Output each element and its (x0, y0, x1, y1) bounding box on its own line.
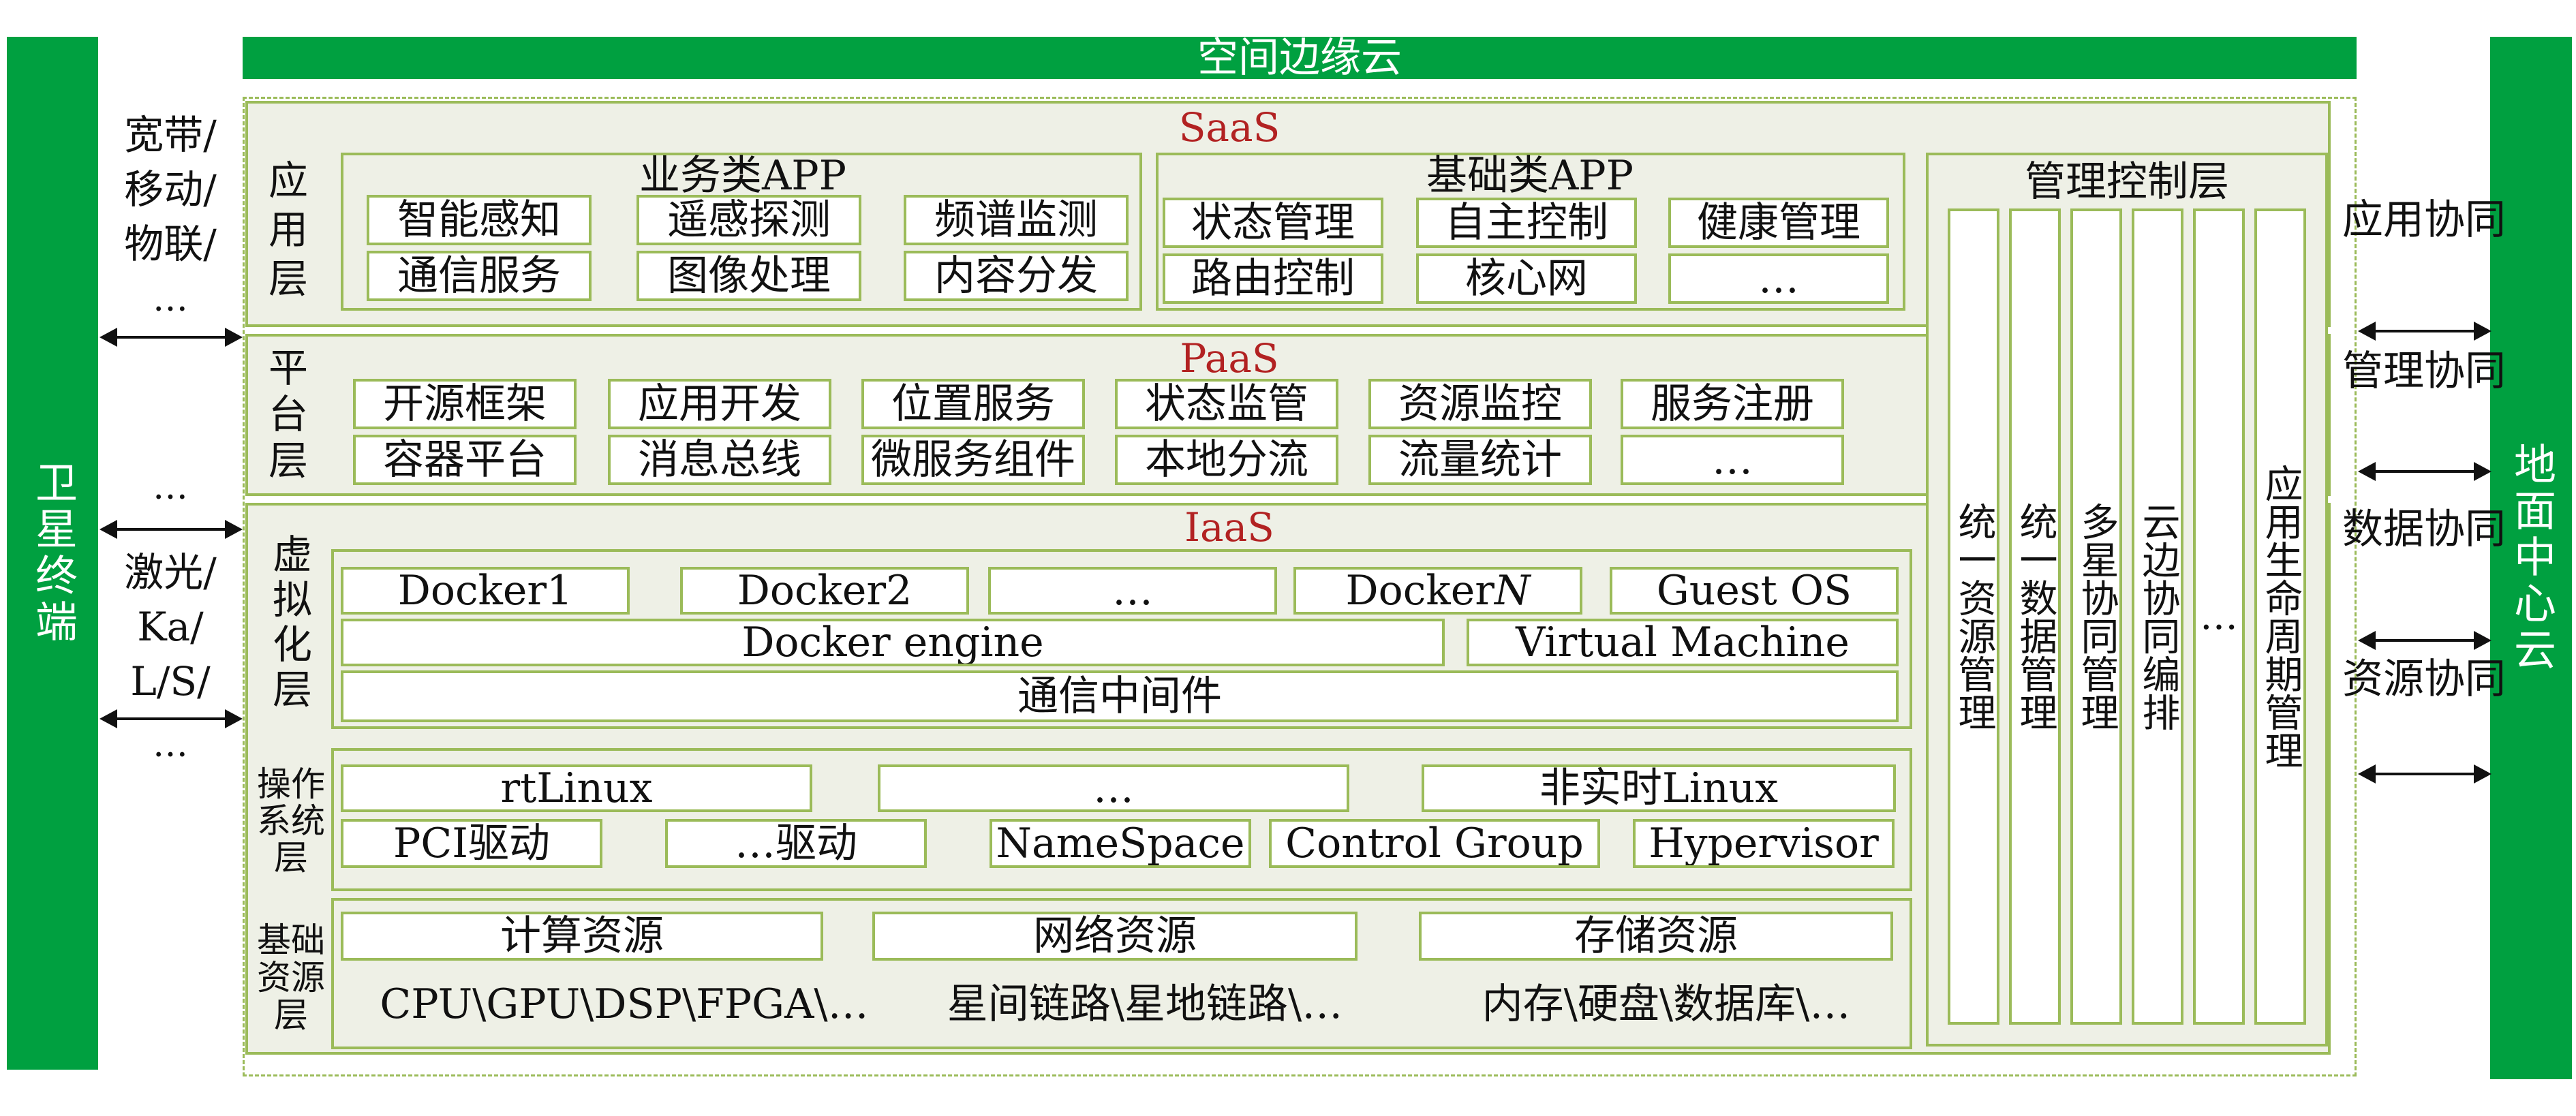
mgmt-collab-label: 管理协同 (2342, 347, 2506, 395)
paas-status-supervision: 状态监管 (1115, 379, 1338, 429)
docker-more: … (988, 567, 1277, 615)
mgmt-more: … (2193, 208, 2245, 1025)
paas-microservice-components: 微服务组件 (861, 435, 1085, 485)
paas-title: PaaS (1180, 335, 1279, 382)
mgmt-unified-data-label: 统一数据管理 (2013, 502, 2057, 731)
compute-detail: CPU\GPU\DSP\FPGA\… (380, 980, 869, 1028)
mgmt-app-lifecycle-label: 应用生命周期管理 (2258, 464, 2303, 769)
mgmt-cloud-edge: 云边协同编排 (2132, 208, 2183, 1025)
link-more-label: … (153, 279, 188, 320)
docker-n-suffix: N (1494, 567, 1531, 615)
resource-group (331, 898, 1912, 1049)
saas-title: SaaS (1178, 104, 1281, 151)
app-communication-service: 通信服务 (367, 251, 592, 301)
paas-service-registry: 服务注册 (1621, 379, 1844, 429)
mgmt-cloud-edge-label: 云边协同编排 (2136, 502, 2180, 731)
network-resource: 网络资源 (872, 912, 1358, 961)
control-group: Control Group (1269, 819, 1600, 868)
network-detail: 星间链路\星地链路\… (947, 980, 1343, 1028)
docker-n-prefix: Docker (1345, 567, 1494, 615)
link-ka-label: Ka/ (137, 604, 204, 650)
mgmt-unified-data: 统一数据管理 (2009, 208, 2061, 1025)
virtual-machine: Virtual Machine (1467, 619, 1899, 666)
link-ellipsis-bottom-label: … (153, 724, 188, 765)
basic-app-title: 基础类APP (1426, 152, 1634, 200)
paas-more: … (1621, 435, 1844, 485)
link-mobile-label: 移动/ (124, 166, 217, 213)
business-app-group (341, 153, 1142, 311)
guest-os: Guest OS (1610, 567, 1899, 615)
link-broadband-label: 宽带/ (124, 112, 217, 158)
app-smart-sensing: 智能感知 (367, 195, 592, 245)
iaas-title: IaaS (1184, 504, 1274, 551)
resource-layer-label-box: 基础资源层 (251, 906, 331, 1049)
paas-app-development: 应用开发 (608, 379, 831, 429)
mgmt-unified-resource: 统一资源管理 (1948, 208, 1999, 1025)
ground-center-cloud-label: 地面中心云 (2506, 442, 2556, 674)
space-edge-cloud-label: 空间边缘云 (1197, 34, 1402, 82)
edge-cloud-boundary (243, 97, 2357, 1076)
app-remote-sensing: 遥感探测 (637, 195, 861, 245)
compute-resource: 计算资源 (341, 912, 823, 961)
mgmt-unified-resource-label: 统一资源管理 (1952, 502, 1996, 731)
app-health-management: 健康管理 (1668, 198, 1889, 248)
resource-collab-label: 资源协同 (2342, 655, 2506, 703)
business-app-title: 业务类APP (639, 152, 847, 200)
mgmt-multi-satellite: 多星协同管理 (2070, 208, 2122, 1025)
basic-app-group (1156, 153, 1905, 311)
app-content-distribution: 内容分发 (904, 251, 1129, 301)
os-layer-label-box: 操作系统层 (251, 751, 331, 891)
paas-traffic-statistics: 流量统计 (1368, 435, 1592, 485)
namespace: NameSpace (990, 819, 1251, 868)
paas-open-source-framework: 开源框架 (353, 379, 577, 429)
paas-container-platform: 容器平台 (353, 435, 577, 485)
docker2: Docker2 (680, 567, 969, 615)
app-autonomous-control: 自主控制 (1416, 198, 1637, 248)
storage-resource: 存储资源 (1419, 912, 1893, 961)
application-layer-label: 应用层 (262, 159, 308, 307)
mgmt-multi-satellite-label: 多星协同管理 (2074, 502, 2119, 731)
rtlinux: rtLinux (341, 764, 812, 812)
app-more: … (1668, 253, 1889, 304)
app-spectrum-monitoring: 频谱监测 (904, 195, 1129, 245)
link-laser-label: 激光/ (124, 549, 217, 595)
app-core-network: 核心网 (1416, 253, 1637, 304)
os-group (331, 748, 1912, 891)
resource-layer-label: 基础资源层 (257, 920, 325, 1035)
virtualization-group (331, 549, 1912, 729)
ground-center-cloud-bar: 地面中心云 (2490, 37, 2572, 1079)
management-control-title: 管理控制层 (2025, 158, 2229, 206)
app-status-management: 状态管理 (1163, 198, 1383, 248)
app-routing-control: 路由控制 (1163, 253, 1383, 304)
os-layer-label: 操作系统层 (257, 764, 325, 878)
satellite-terminal-bar: 卫星终端 (7, 37, 98, 1070)
communication-middleware: 通信中间件 (341, 670, 1899, 722)
hypervisor: Hypervisor (1633, 819, 1895, 868)
app-image-processing: 图像处理 (637, 251, 861, 301)
paas-message-bus: 消息总线 (608, 435, 831, 485)
docker-engine: Docker engine (341, 619, 1445, 666)
mgmt-more-label: … (2200, 594, 2238, 638)
satellite-terminal-label: 卫星终端 (28, 461, 78, 646)
paas-resource-monitoring: 资源监控 (1368, 379, 1592, 429)
paas-location-service: 位置服务 (861, 379, 1085, 429)
storage-detail: 内存\硬盘\数据库\… (1482, 980, 1851, 1028)
docker1: Docker1 (341, 567, 630, 615)
mgmt-app-lifecycle: 应用生命周期管理 (2254, 208, 2306, 1025)
link-ls-label: L/S/ (130, 658, 211, 704)
non-realtime-linux: 非实时Linux (1422, 764, 1896, 812)
paas-local-offload: 本地分流 (1115, 435, 1338, 485)
other-driver: …驱动 (665, 819, 927, 868)
pci-driver: PCI驱动 (341, 819, 602, 868)
os-more: … (878, 764, 1349, 812)
app-collab-label-1: 应用协同 (2342, 196, 2506, 244)
link-iot-label: 物联/ (124, 221, 217, 267)
space-edge-cloud-bar: 空间边缘云 (243, 37, 2357, 79)
virtualization-layer-label: 虚拟化层 (266, 533, 312, 713)
platform-layer-label: 平台层 (262, 347, 308, 486)
data-collab-label: 数据协同 (2342, 506, 2506, 553)
link-ellipsis-label: … (153, 467, 188, 508)
